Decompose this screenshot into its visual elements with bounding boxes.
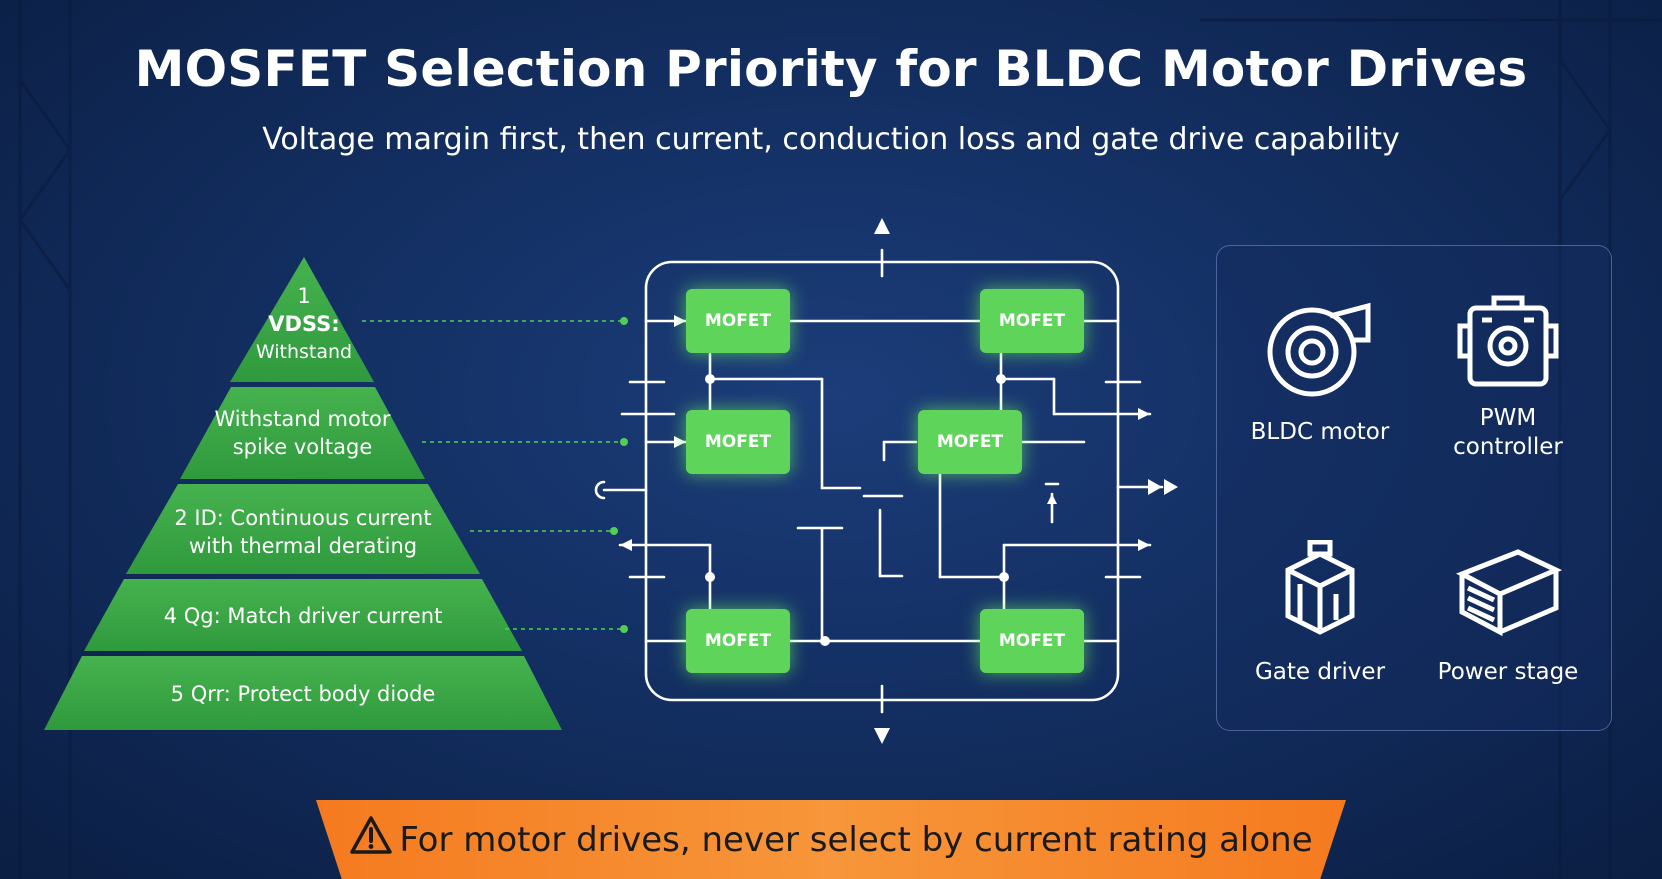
component-label-power-stage: Power stage [1437,659,1579,685]
pyramid-level-2 [180,387,425,479]
pyramid-level-4-label: 4 Qg: Match driver current [163,604,443,628]
page-subtitle: Voltage margin first, then current, cond… [262,122,1400,157]
pwm-controller-icon [1457,295,1559,387]
component-gate-driver: Gate driver [1225,540,1415,687]
gate-driver-icon [1285,540,1355,635]
motor-icon [1267,302,1371,397]
mosfet-switch-mid-left: MOFET [686,410,790,474]
component-label-gate-driver: Gate driver [1254,659,1386,685]
pyramid-level-5-label: 5 Qrr: Protect body diode [170,682,436,706]
mosfet-switch-mid-center: MOFET [918,410,1022,474]
mosfet-switch-high-right: MOFET [980,289,1084,353]
mosfet-switch-low-left: MOFET [686,609,790,673]
page-title: MOSFET Selection Priority for BLDC Motor… [134,40,1528,98]
warning-banner: For motor drives, never select by curren… [316,800,1346,879]
component-label-bldc-motor: BLDC motor [1250,419,1390,445]
component-bldc-motor: BLDC motor [1225,294,1415,447]
component-pwm-controller: PWM controller [1413,294,1603,462]
mosfet-switch-low-right: MOFET [980,609,1084,673]
component-label-pwm-controller: PWM controller [1453,405,1563,460]
pyramid-level-3 [126,484,480,574]
pyramid-level-5 [44,656,562,730]
warning-banner-text: For motor drives, never select by curren… [399,819,1313,860]
mosfet-switch-high-left: MOFET [686,289,790,353]
pyramid-level-2-label: Withstand motor spike voltage [214,407,391,459]
warning-icon [349,815,393,864]
pyramid-level-3-label: 2 ID: Continuous current with thermal de… [174,506,432,558]
pyramid-level-1 [230,257,374,382]
pyramid-level-4 [84,579,522,651]
component-power-stage: Power stage [1413,540,1603,687]
pyramid-level-1-label: 1 VDSS: Withstand [255,284,353,363]
power-stage-icon [1456,549,1563,637]
